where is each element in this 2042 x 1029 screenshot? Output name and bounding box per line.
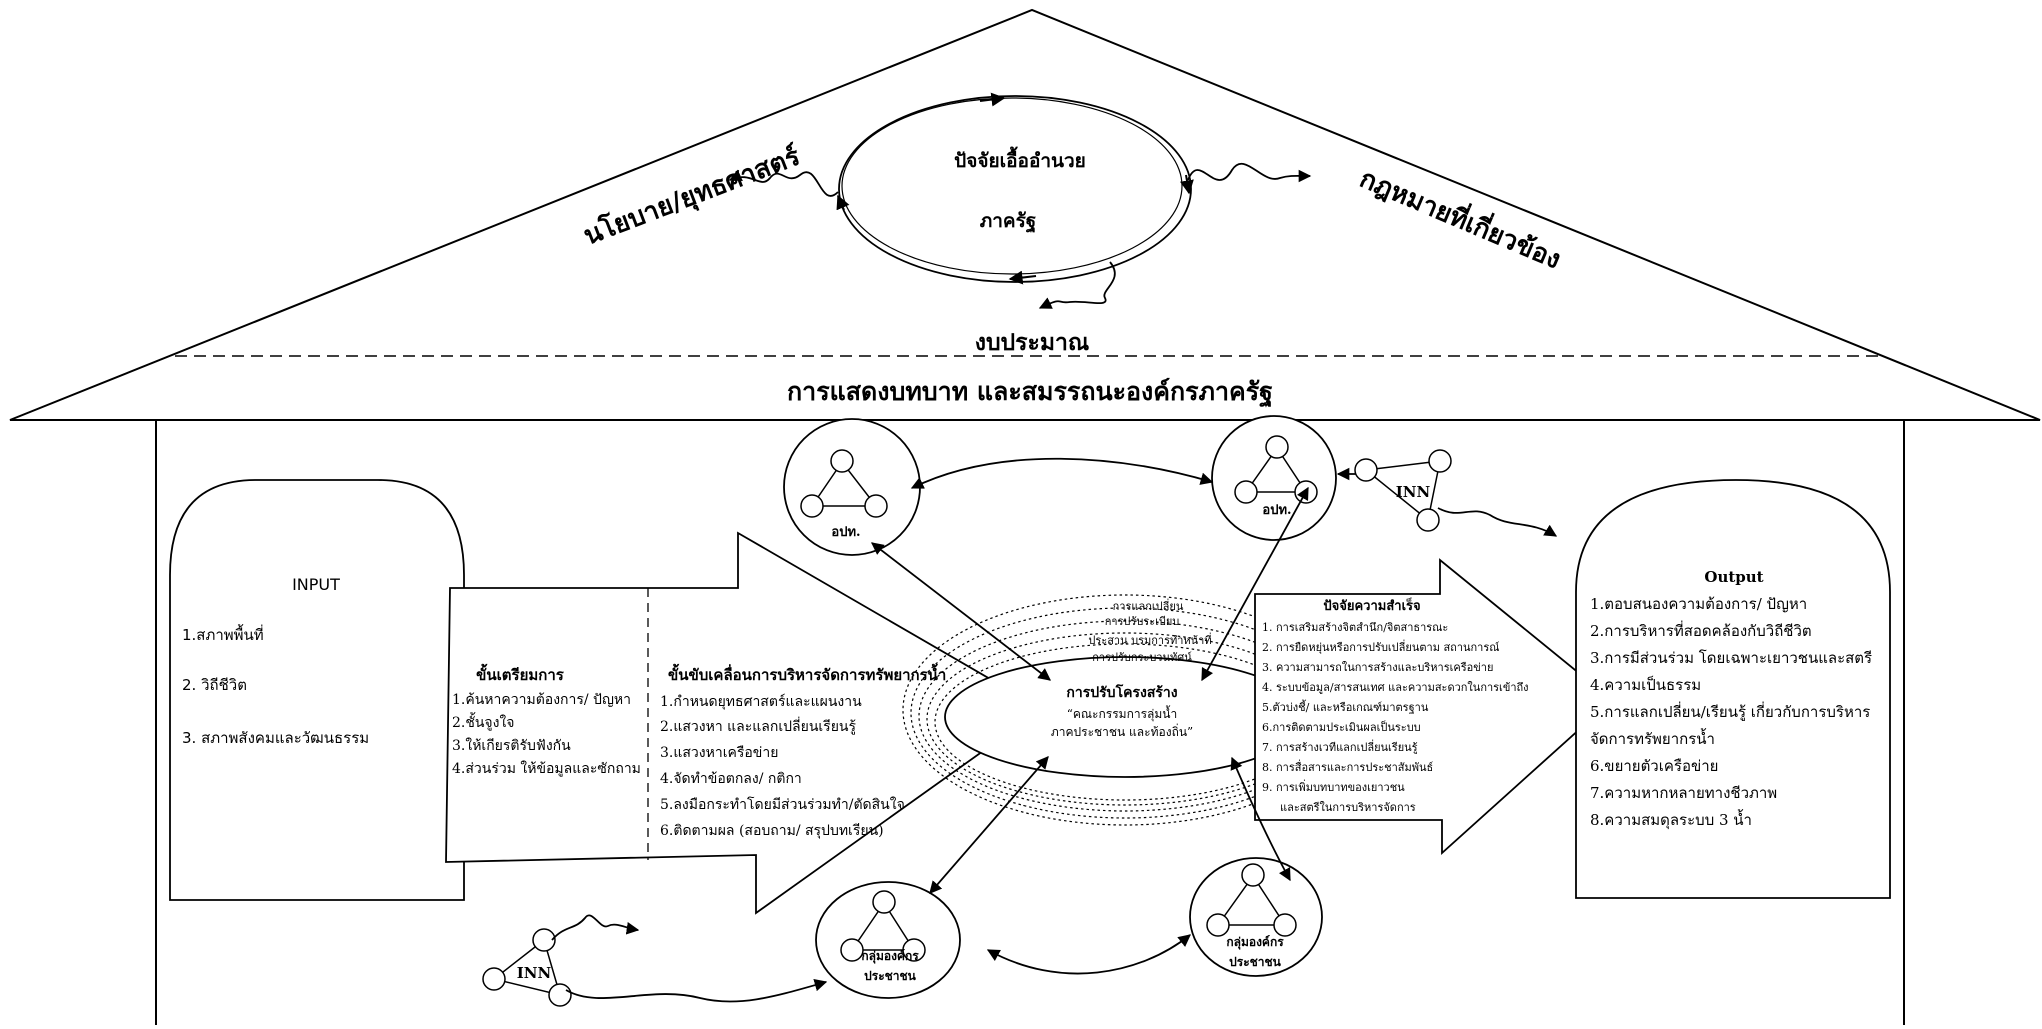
success-item-1: 1. การเสริมสร้างจิตสำนึก/จิตสาธารณะ [1262, 621, 1448, 634]
inn-top-label: INN [1396, 483, 1431, 501]
wavy-arrow-to-budget [1038, 261, 1116, 309]
people-left-label-2: ประชาชน [864, 969, 917, 983]
roof-cycle-inner [841, 97, 1183, 275]
node-opt-right: อปท. [1211, 415, 1337, 541]
drive-title: ขั้นขับเคลื่อนการบริหารจัดการทรัพยากรน้ำ [668, 663, 946, 684]
input-title: INPUT [292, 575, 340, 594]
opt-left-label: อปท. [831, 525, 860, 540]
wavy-arrow-to-policy [728, 169, 839, 197]
roof-law: กฎหมายที่เกี่ยวข้อง [1355, 159, 1567, 275]
output-item-5b: จัดการทรัพยากรน้ำ [1590, 728, 1715, 748]
arrow-opt-left-core [871, 542, 1051, 681]
core-sub-1: “คณะกรรมการลุ่มน้ำ [1067, 705, 1177, 722]
output-title: Output [1704, 568, 1763, 586]
roof-title: การแสดงบทบาท และสมรรถนะองค์กรภาครัฐ [787, 377, 1273, 408]
success-item-2: 2. การยืดหยุ่นหรือการปรับเปลี่ยนตาม สถาน… [1262, 639, 1499, 654]
people-right-label-1: กลุ่มองค์กร [1226, 935, 1284, 950]
cycle-arrow-bottom [1008, 270, 1037, 285]
cycle-title: ปัจจัยเอื้ออำนวย [954, 146, 1086, 172]
roof-triangle [9, 8, 2041, 421]
success-item-7: 7. การสร้างเวทีแลกเปลี่ยนเรียนรู้ [1262, 739, 1418, 754]
cycle-arrow-left [836, 194, 850, 211]
drive-item-6: 6.ติดตามผล (สอบถาม/ สรุปบทเรียน) [660, 823, 884, 839]
node-opt-left: อปท. [783, 418, 921, 556]
arrow-opt-right-core [1201, 486, 1309, 682]
cycle-arrow-right [1180, 174, 1194, 195]
arrow-people-left-core [929, 756, 1049, 894]
success-item-9: 9. การเพิ่มบทบาทของเยาวชน [1262, 779, 1405, 794]
node-people-left: กลุ่มองค์กร ประชาชน [815, 881, 961, 999]
output-box [1575, 479, 1891, 899]
cycle-sub: ภาครัฐ [980, 210, 1037, 234]
output-item-8: 8.ความสมดุลระบบ 3 น้ำ [1590, 809, 1752, 830]
ring-label-3: ประสาน บรมการทำหน้าที่ [1088, 632, 1211, 647]
drive-item-5: 5.ลงมือกระทำโดยมีส่วนร่วมทำ/ตัดสินใจ [660, 796, 905, 813]
output-item-3: 3.การมีส่วนร่วม โดยเฉพาะเยาวชนและสตรี [1590, 649, 1872, 667]
wavy-arrow-inn-bottom-1 [551, 914, 640, 941]
ring-label-4: การปรับกระบวนทัศน์ [1092, 651, 1192, 664]
success-item-6: 6.การติดตามประเมินผลเป็นระบบ [1262, 720, 1421, 734]
wavy-arrow-inn-bottom-2 [565, 979, 828, 1003]
wavy-arrow-inn-top [1437, 507, 1558, 537]
success-item-3: 3. ความสามารถในการสร้างและบริหารเครือข่า… [1262, 661, 1493, 674]
success-item-8: 8. การสื่อสารและการประชาสัมพันธ์ [1262, 759, 1433, 774]
ring-label-1: การแลกเปลี่ยน [1113, 598, 1184, 613]
success-item-9b: และสตรีในการบริหารจัดการ [1280, 801, 1416, 814]
wavy-arrow-to-law [1187, 162, 1312, 183]
node-people-right: กลุ่มองค์กร ประชาชน [1189, 857, 1323, 977]
arrow-people-right-core [1230, 756, 1291, 882]
cycle-arrow-top [979, 92, 1006, 107]
people-left-label-1: กลุ่มองค์กร [861, 949, 919, 964]
prep-item-3: 3.ให้เกียรติรับฟังกัน [452, 737, 571, 754]
connector-arrows [551, 457, 1558, 1003]
output-item-7: 7.ความหากหลายทางชีวภาพ [1590, 784, 1777, 802]
input-item-1: 1.สภาพพื้นที่ [182, 624, 264, 644]
node-inn-top: INN [1354, 449, 1452, 532]
drive-item-1: 1.กำหนดยุทธศาสตร์และแผนงาน [660, 693, 862, 710]
success-item-4: 4. ระบบข้อมูล/สารสนเทศ และความสะดวกในการ… [1262, 681, 1529, 694]
success-item-5: 5.ตัวบ่งชี้/ และหรือเกณฑ์มาตรฐาน [1262, 699, 1429, 714]
prep-title: ขั้นเตรียมการ [476, 663, 565, 684]
opt-right-label: อปท. [1262, 503, 1291, 518]
roof-policy: นโยบาย/ยุทธศาสตร์ [579, 140, 805, 253]
inn-bottom-label: INN [517, 964, 552, 982]
ring-label-2: การปรับระเบียบ [1105, 615, 1180, 628]
input-item-2: 2. วิถีชีวิต [182, 676, 247, 694]
output-item-1: 1.ตอบสนองความต้องการ/ ปัญหา [1590, 595, 1807, 613]
drive-item-4: 4.จัดทำข้อตกลง/ กติกา [660, 771, 802, 787]
prep-item-2: 2.ชั้นจูงใจ [452, 712, 515, 731]
input-item-3: 3. สภาพสังคมและวัฒนธรรม [182, 729, 369, 747]
output-item-2: 2.การบริหารที่สอดคล้องกับวิถีชีวิต [1590, 620, 1812, 640]
drive-item-2: 2.แสวงหา และแลกเปลี่ยนเรียนรู้ [660, 717, 856, 735]
drive-item-3: 3.แสวงหาเครือข่าย [660, 745, 778, 761]
roof-budget: งบประมาณ [975, 329, 1090, 356]
arrow-people-left-people-right [986, 934, 1191, 975]
output-item-4: 4.ความเป็นธรรม [1590, 675, 1701, 694]
core-sub-2: ภาคประชาชน และท้องถิ่น” [1051, 723, 1193, 739]
input-box [169, 479, 465, 901]
success-title: ปัจจัยความสำเร็จ [1323, 596, 1420, 614]
prep-item-4: 4.ส่วนร่วม ให้ข้อมูลและซักถาม [452, 760, 641, 777]
node-inn-bottom: INN [482, 928, 572, 1007]
core-title: การปรับโครงสร้าง [1066, 683, 1177, 701]
people-right-label-2: ประชาชน [1229, 955, 1282, 969]
arrow-opt-left-opt-right [910, 457, 1214, 489]
output-item-5: 5.การแลกเปลี่ยน/เรียนรู้ เกี่ยวกับการบริ… [1590, 701, 1870, 721]
prep-item-1: 1.ค้นหาความต้องการ/ ปัญหา [452, 692, 631, 708]
output-item-6: 6.ขยายตัวเครือข่าย [1590, 757, 1718, 775]
